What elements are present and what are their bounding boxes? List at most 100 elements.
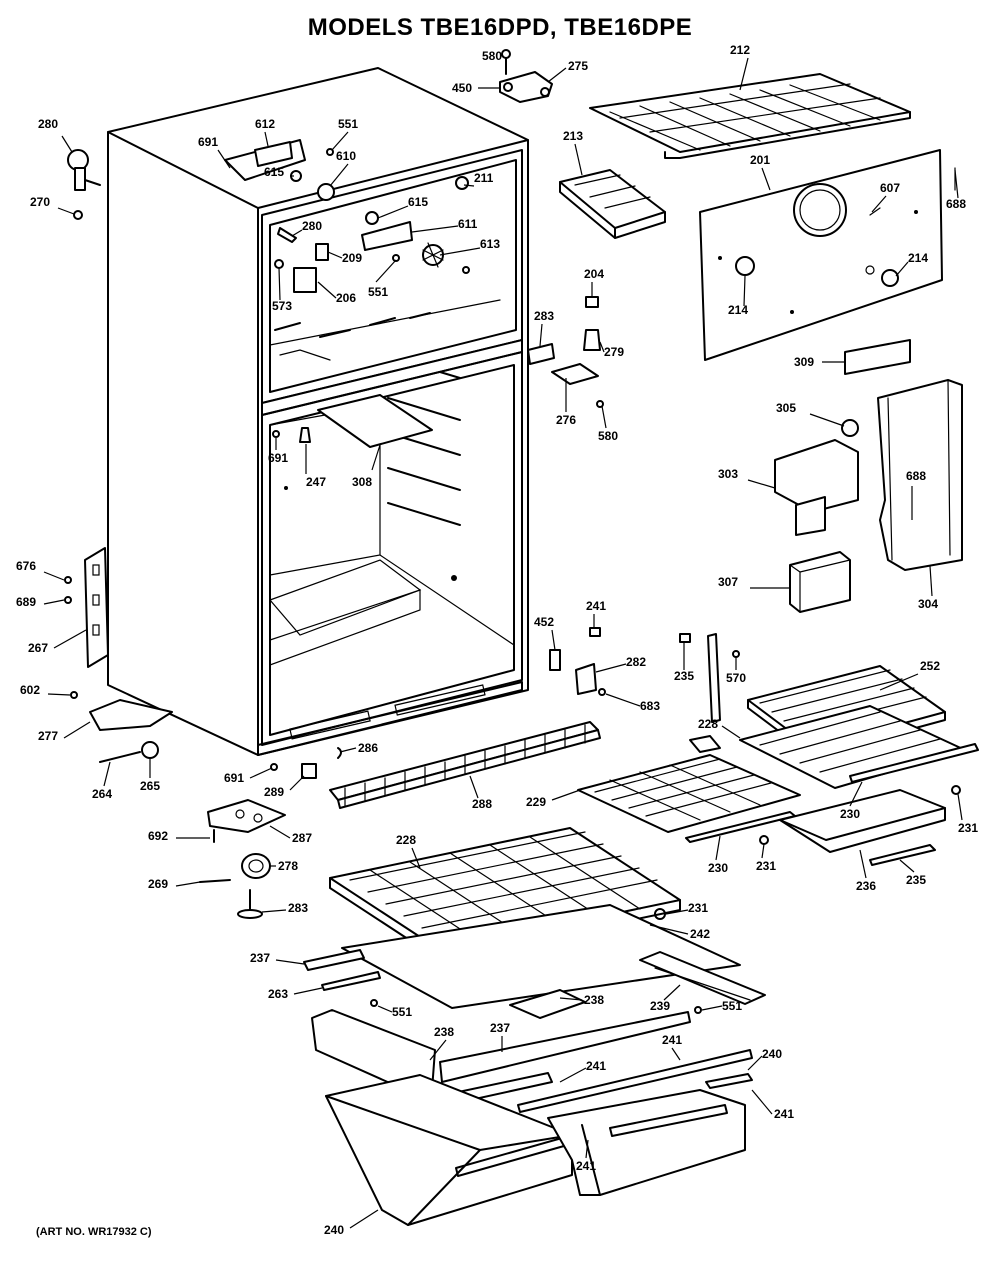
leader-line-240 [747,1055,763,1071]
leader-line-610 [329,163,349,187]
leader-line-231 [665,909,689,915]
part-label-551: 551 [338,117,358,131]
part-label-615: 615 [408,195,428,209]
leader-line-602 [47,693,71,696]
leader-line-229 [551,789,581,801]
part-label-691: 691 [224,771,244,785]
part-label-264: 264 [92,787,112,801]
leader-line-211 [463,184,475,187]
part-label-214: 214 [728,303,748,317]
part-label-240: 240 [324,1223,344,1237]
leader-lines [43,57,963,1229]
part-label-689: 689 [16,595,36,609]
leader-line-240 [349,1209,379,1229]
leader-line-283 [539,323,543,347]
leader-line-201 [761,167,771,191]
part-label-450: 450 [452,81,472,95]
leader-line-305 [809,413,845,427]
part-label-241: 241 [586,599,606,613]
leader-line-304 [929,565,933,597]
leader-line-288 [469,775,479,799]
part-label-213: 213 [563,129,583,143]
leader-line-611 [411,225,459,233]
part-label-309: 309 [794,355,814,369]
part-label-613: 613 [480,237,500,251]
leader-line-279 [599,341,605,353]
leader-line-280 [61,135,73,153]
part-label-282: 282 [626,655,646,669]
freezer-controls [224,139,470,581]
middle-hinge-parts [549,627,740,723]
leader-line-214 [743,275,746,307]
leader-line-269 [175,881,201,887]
leader-line-228 [411,847,421,869]
part-label-231: 231 [688,901,708,915]
part-label-235: 235 [674,669,694,683]
part-label-239: 239 [650,999,670,1013]
part-label-615: 615 [264,165,284,179]
part-label-612: 612 [255,117,275,131]
part-label-265: 265 [140,779,160,793]
grille-288 [329,721,601,809]
part-label-280: 280 [302,219,322,233]
part-label-238: 238 [434,1025,454,1039]
part-label-242: 242 [690,927,710,941]
part-label-692: 692 [148,829,168,843]
leader-line-452 [551,629,556,651]
leader-line-689 [43,599,65,605]
part-label-688: 688 [946,197,966,211]
leader-line-615 [377,205,409,219]
part-label-241: 241 [662,1033,682,1047]
part-label-676: 676 [16,559,36,573]
leader-line-287 [269,825,291,839]
leader-line-241 [671,1047,681,1061]
shelf-308 [317,394,433,448]
leader-line-613 [439,247,481,256]
part-label-611: 611 [458,217,478,231]
part-label-307: 307 [718,575,738,589]
part-label-287: 287 [292,831,312,845]
part-label-688: 688 [906,469,926,483]
part-label-241: 241 [586,1059,606,1073]
leader-line-238 [429,1039,447,1061]
part-label-607: 607 [880,181,900,195]
part-label-228: 228 [698,717,718,731]
left-side-parts [64,149,342,919]
leader-line-308 [371,444,381,471]
leader-line-231 [761,843,765,859]
part-label-231: 231 [958,821,978,835]
leader-line-277 [63,721,91,739]
part-label-275: 275 [568,59,588,73]
leader-line-206 [317,281,337,299]
part-label-580: 580 [482,49,502,63]
leader-line-303 [747,479,776,489]
leader-line-551 [701,1005,723,1011]
part-label-283: 283 [534,309,554,323]
part-label-237: 237 [250,951,270,965]
part-label-267: 267 [28,641,48,655]
leader-line-264 [103,761,111,787]
page-title: MODELS TBE16DPD, TBE16DPE [307,14,693,41]
part-label-206: 206 [336,291,356,305]
leader-line-691 [217,149,231,169]
part-label-230: 230 [840,807,860,821]
leader-line-580 [601,405,607,429]
leader-line-241 [751,1089,773,1115]
leader-line-241 [585,1139,589,1159]
leader-line-214 [895,261,909,277]
leader-line-238 [559,997,583,1001]
leader-line-573 [278,267,281,301]
part-label-270: 270 [30,195,50,209]
leader-line-612 [264,131,269,147]
leader-line-231 [957,793,963,821]
part-label-277: 277 [38,729,58,743]
part-label-303: 303 [718,467,738,481]
leader-line-607 [871,195,887,213]
part-label-230: 230 [708,861,728,875]
part-label-610: 610 [336,149,356,163]
part-label-269: 269 [148,877,168,891]
part-label-229: 229 [526,795,546,809]
right-shelves [577,665,979,920]
